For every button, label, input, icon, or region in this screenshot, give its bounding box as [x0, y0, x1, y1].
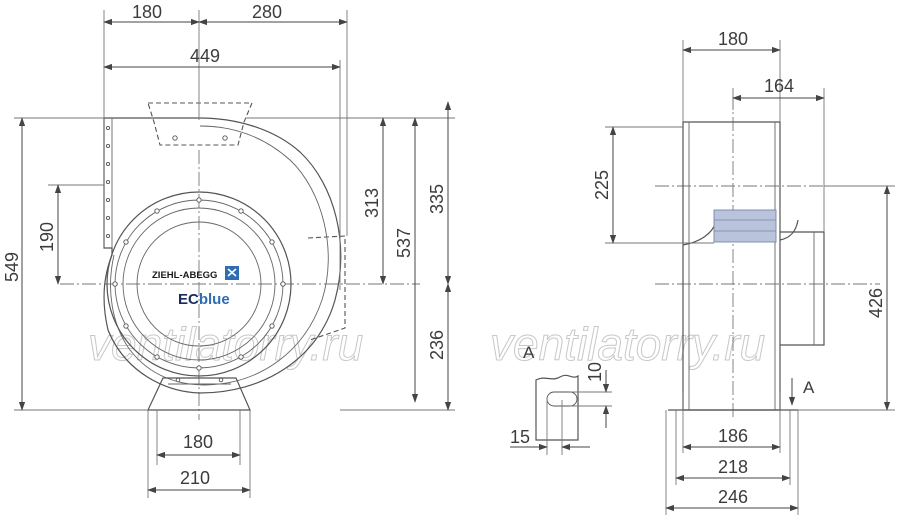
dim-front-313: 313 [362, 188, 382, 218]
outlet-frame-holes [105, 125, 111, 239]
dim-front-449: 449 [190, 46, 220, 66]
logo-product-ec: EC [178, 291, 199, 308]
dim-front-236: 236 [427, 330, 447, 360]
watermark-left: ventilatorry.ru [88, 318, 363, 370]
front-view: ZIEHL-ABEGG ECblue 180 280 449 549 [2, 2, 455, 498]
dim-front-335: 335 [427, 184, 447, 214]
section-marker-a: A [803, 378, 815, 397]
top-outlet-flange [147, 102, 253, 146]
dim-side-180: 180 [718, 29, 748, 49]
dim-front-537: 537 [394, 228, 414, 258]
detail-a: A 10 15 [510, 343, 612, 455]
dim-base-180: 180 [183, 432, 213, 452]
ziehl-abegg-logo: ZIEHL-ABEGG ECblue [152, 266, 239, 308]
dim-side-164: 164 [764, 76, 794, 96]
inlet-ring-inner [122, 207, 276, 361]
inlet-ring-holes [112, 135, 286, 371]
dim-front-280: 280 [252, 2, 282, 22]
dim-side-186: 186 [718, 426, 748, 446]
logo-product-blue: blue [199, 291, 230, 308]
side-view: 180 164 225 426 A 186 218 246 [592, 29, 895, 515]
dim-side-246: 246 [718, 487, 748, 507]
dim-base-210: 210 [180, 468, 210, 488]
detail-a-label: A [523, 343, 535, 362]
outlet-frame [103, 118, 113, 248]
svg-text:ECblue: ECblue [178, 291, 230, 308]
base-foot-holes [175, 377, 224, 383]
scroll-inner-edge [110, 125, 329, 386]
inlet-ring-outer [106, 191, 292, 377]
dim-front-190: 190 [37, 222, 57, 252]
detail-dim-10: 10 [585, 362, 605, 382]
dim-side-426: 426 [866, 288, 886, 318]
watermark-right: ventilatorry.ru [490, 318, 765, 370]
detail-dim-15: 15 [510, 427, 530, 447]
terminal-box [713, 209, 777, 243]
dim-front-180: 180 [132, 2, 162, 22]
dim-side-225: 225 [592, 170, 612, 200]
logo-brand-text: ZIEHL-ABEGG [152, 270, 217, 281]
dim-front-549: 549 [2, 252, 22, 282]
motor-face [136, 221, 262, 347]
dim-side-218: 218 [718, 457, 748, 477]
scroll-housing [103, 117, 342, 394]
side-motor [780, 231, 825, 346]
detail-a-part [535, 374, 579, 441]
